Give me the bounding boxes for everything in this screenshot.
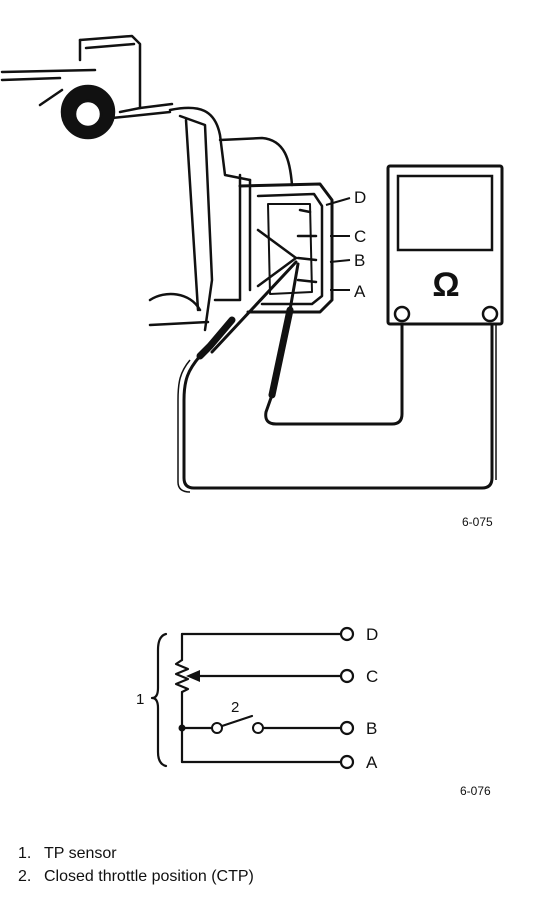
test-probes xyxy=(196,260,300,399)
test-leads xyxy=(177,314,497,493)
junction-dot xyxy=(178,724,186,732)
figure2-code: 6-076 xyxy=(460,784,491,798)
legend-number: 1. xyxy=(18,845,32,862)
tp-sensor-schematic xyxy=(150,632,342,768)
legend-item: 2. Closed throttle position (CTP) xyxy=(18,865,254,888)
fig1-terminal-a: A xyxy=(354,282,366,301)
tp-sensor-callout: 1 xyxy=(136,691,144,708)
fig2-terminal-a: A xyxy=(366,753,378,772)
legend-text: Closed throttle position (CTP) xyxy=(44,868,254,885)
connector-terminal-labels xyxy=(325,197,351,291)
ohm-symbol: Ω xyxy=(432,266,459,304)
fig2-terminal-d: D xyxy=(366,625,378,644)
throttle-body-drawing xyxy=(0,34,334,332)
legend-item: 1. TP sensor xyxy=(18,842,254,865)
fig1-terminal-b: B xyxy=(354,251,365,270)
meter-jack-left xyxy=(393,305,411,323)
switch-contact-right xyxy=(252,722,264,734)
figure1-code: 6-075 xyxy=(462,515,493,529)
switch-contact-left xyxy=(211,722,223,734)
fig2-terminal-b: B xyxy=(366,719,377,738)
fig1-terminal-c: C xyxy=(354,227,366,246)
legend-text: TP sensor xyxy=(44,845,117,862)
legend-number: 2. xyxy=(18,868,32,885)
meter-jack-right xyxy=(481,305,499,323)
wiper-arrow-icon xyxy=(186,670,200,682)
ctp-switch-callout: 2 xyxy=(231,699,239,716)
fig2-terminal-c: C xyxy=(366,667,378,686)
ohmmeter xyxy=(386,164,504,326)
legend: 1. TP sensor 2. Closed throttle position (… xyxy=(18,842,254,888)
fig1-terminal-d: D xyxy=(354,188,366,207)
schematic-terminals xyxy=(339,626,355,770)
